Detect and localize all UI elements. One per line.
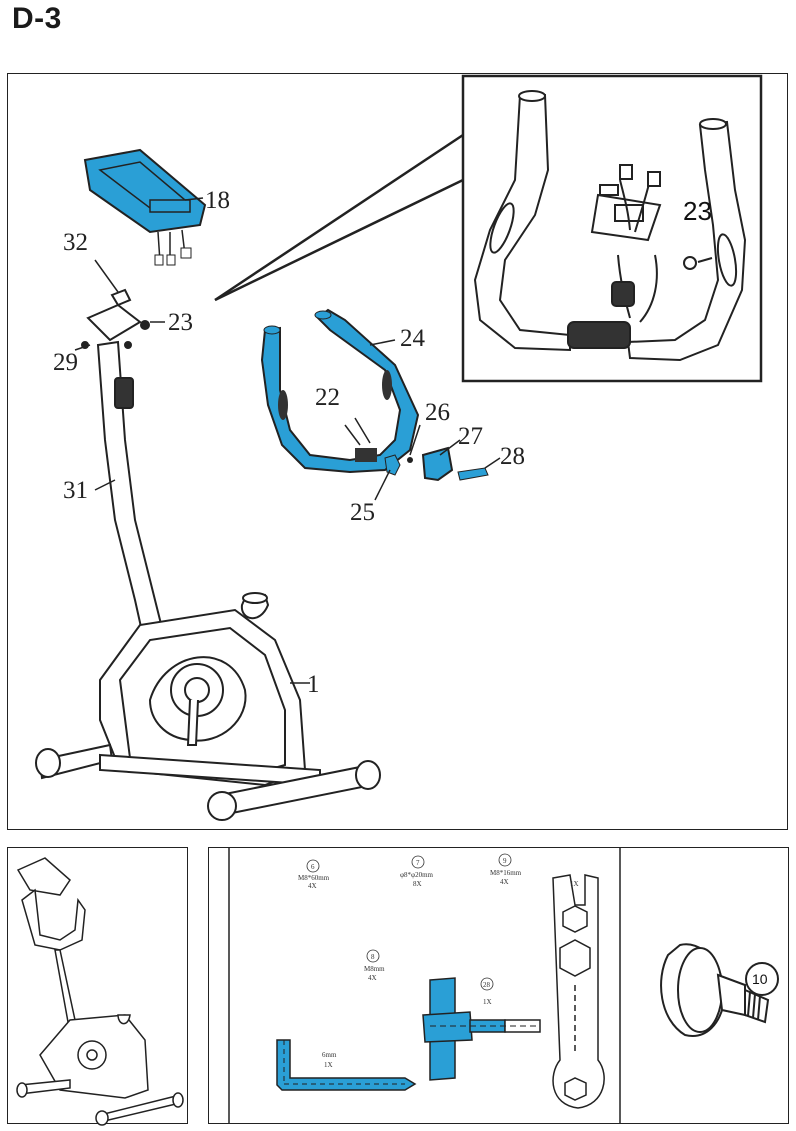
hardware-panel [208, 847, 789, 1124]
callout-24: 24 [400, 325, 426, 352]
callout-25: 25 [350, 499, 375, 526]
callout-23: 23 [168, 309, 193, 336]
inset-callout-23: 23 [683, 196, 712, 226]
callout-29: 29 [53, 349, 78, 376]
overview-thumbnail-panel [7, 847, 188, 1124]
callout-31: 31 [63, 477, 88, 504]
handlebar-icon [260, 308, 489, 482]
callout-27: 27 [458, 423, 483, 450]
callout-22: 22 [315, 384, 340, 411]
callout-26: 26 [425, 399, 450, 426]
callout-1: 1 [307, 671, 320, 698]
console-icon [83, 148, 207, 266]
callout-28: 28 [500, 443, 525, 470]
seat-post-icon [81, 288, 167, 647]
main-assembly-panel [7, 73, 788, 830]
inset-handlebar [473, 90, 747, 362]
step-title: D-3 [12, 2, 62, 35]
callout-18: 18 [205, 187, 230, 214]
callout-32: 32 [63, 229, 88, 256]
bike-frame-icon [35, 592, 381, 821]
